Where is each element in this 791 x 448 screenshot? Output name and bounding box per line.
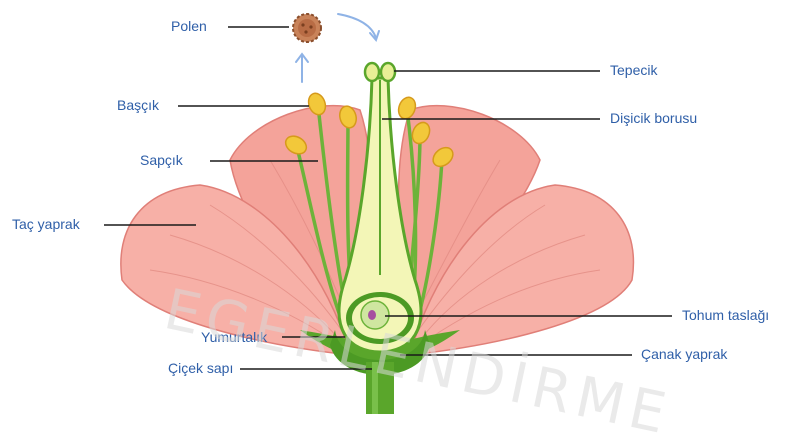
label-polen: Polen <box>171 18 207 34</box>
label-disicik-borusu: Dişicik borusu <box>610 110 697 126</box>
label-tac-yaprak: Taç yaprak <box>12 216 80 232</box>
label-sapcik: Sapçık <box>140 152 183 168</box>
label-bascik: Başçık <box>117 97 159 113</box>
label-tepecik: Tepecik <box>610 62 657 78</box>
flower-diagram: Polen Tepecik Başçık Dişicik borusu Sapç… <box>0 0 791 414</box>
label-cicek-sapi: Çiçek sapı <box>168 360 233 376</box>
label-canak-yaprak: Çanak yaprak <box>641 346 727 362</box>
pollen-grain <box>293 14 321 42</box>
label-tohum-taslagi: Tohum taslağı <box>682 307 769 323</box>
